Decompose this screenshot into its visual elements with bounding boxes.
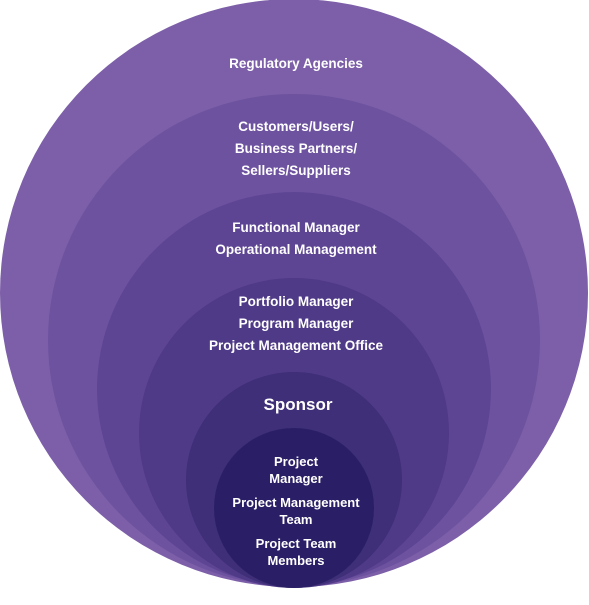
label-customers-line-1: Customers/Users/	[238, 119, 354, 134]
label-core-line-1: Project	[273, 454, 319, 469]
label-core-line-5: Project Team	[255, 536, 337, 551]
label-portfolio-line-2: Program Manager	[238, 316, 354, 331]
label-functional-line-1: Functional Manager	[232, 220, 360, 235]
label-sponsor: Sponsor	[263, 395, 333, 414]
label-regulatory-agencies: Regulatory Agencies	[229, 56, 363, 71]
label-core-line-6: Members	[267, 553, 325, 568]
label-customers-line-2: Business Partners/	[234, 141, 358, 156]
label-portfolio-line-1: Portfolio Manager	[238, 294, 354, 309]
label-portfolio-line-3: Project Management Office	[208, 338, 384, 353]
label-core-line-3: Project Management	[232, 495, 360, 510]
label-functional-line-2: Operational Management	[215, 242, 377, 257]
label-core-line-4: Team	[279, 512, 313, 527]
label-customers-line-3: Sellers/Suppliers	[241, 163, 351, 178]
ring-project-core	[214, 428, 374, 588]
label-core-line-2: Manager	[269, 471, 323, 486]
